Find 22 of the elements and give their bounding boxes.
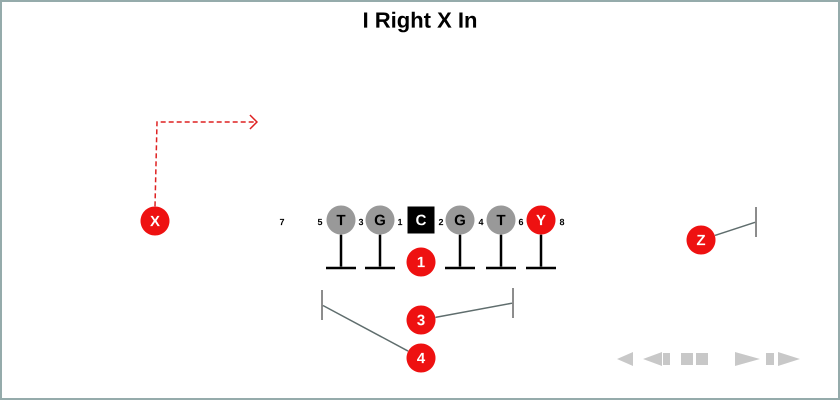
title: I Right X In: [364, 12, 476, 32]
gap-number: 6: [518, 218, 524, 226]
route-arrow: [154, 114, 258, 206]
route-line: [435, 302, 512, 318]
block-line: [458, 234, 462, 267]
center-square: C: [408, 206, 434, 234]
block-bar: [326, 266, 356, 270]
block-line: [540, 234, 542, 267]
route-line: [714, 222, 756, 236]
block-bar: [526, 266, 556, 270]
block-line: [378, 234, 382, 267]
block-bar: [365, 266, 395, 270]
gap-number: 2: [438, 218, 444, 226]
block-line: [500, 234, 502, 267]
block-bar: [445, 266, 475, 270]
gap-number: 4: [478, 218, 484, 226]
gap-number: 3: [358, 218, 364, 226]
gap-number: 7: [280, 218, 284, 226]
block-line: [340, 234, 342, 267]
gap-number: 1: [398, 218, 402, 226]
route-line: [322, 304, 408, 352]
block-bar: [486, 266, 516, 270]
